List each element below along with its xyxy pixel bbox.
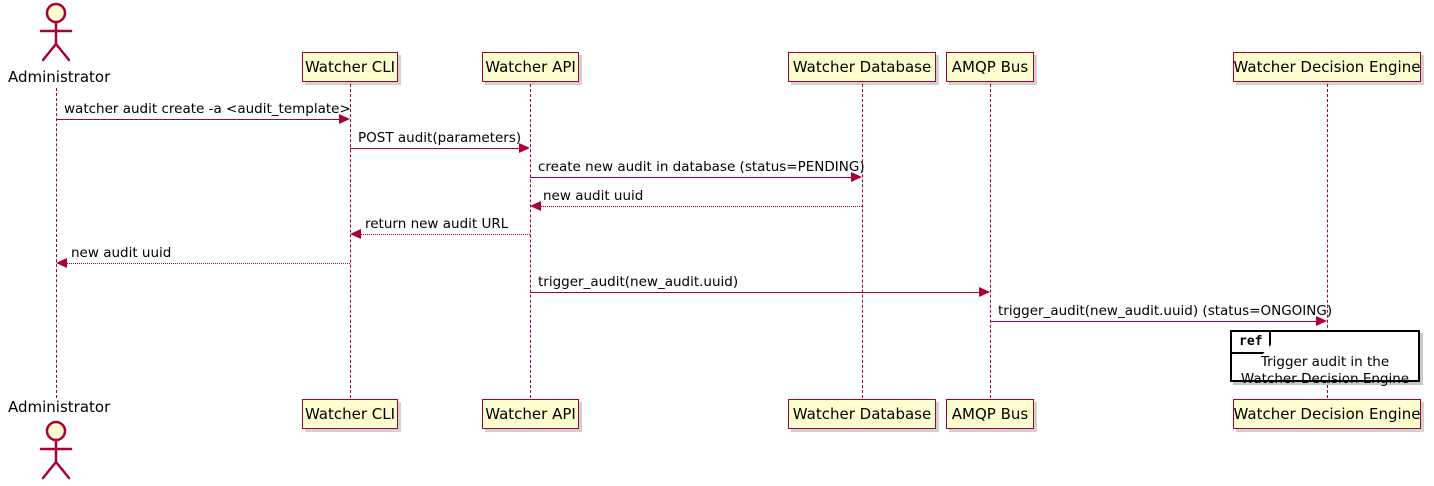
participant-watcher-api-bottom[interactable]: Watcher API	[482, 399, 579, 429]
participant-watcher-decision-engine-bottom[interactable]: Watcher Decision Engine	[1233, 399, 1421, 429]
message-8-line	[990, 321, 1320, 322]
participant-watcher-database-top-label: Watcher Database	[792, 58, 932, 76]
lifeline-watcher-api	[530, 84, 531, 398]
participant-watcher-database-top[interactable]: Watcher Database	[788, 52, 936, 82]
message-6-arrowhead	[56, 258, 67, 268]
message-7-label: trigger_audit(new_audit.uuid)	[538, 274, 739, 290]
message-1-label: watcher audit create -a <audit_template>	[64, 101, 351, 117]
message-3-arrowhead	[851, 172, 862, 182]
ref-fragment-tab: ref	[1232, 332, 1272, 354]
actor-administrator-top-icon	[39, 2, 73, 62]
actor-administrator-bottom-label: Administrator	[8, 398, 111, 416]
participant-watcher-api-bottom-label: Watcher API	[485, 405, 576, 423]
message-4-arrowhead	[530, 201, 541, 211]
lifeline-administrator	[56, 88, 57, 398]
message-6-line	[63, 263, 350, 264]
message-1-line	[56, 119, 343, 120]
ref-fragment-line-2: Watcher Decision Engine	[1240, 371, 1410, 387]
message-1-arrowhead	[339, 114, 350, 124]
message-3-line	[530, 177, 855, 178]
participant-watcher-cli-bottom[interactable]: Watcher CLI	[302, 399, 398, 429]
message-4-line	[537, 206, 862, 207]
participant-amqp-bus-bottom[interactable]: AMQP Bus	[946, 399, 1034, 429]
message-5-line	[357, 234, 530, 235]
message-8-arrowhead	[1316, 316, 1327, 326]
participant-watcher-cli-top[interactable]: Watcher CLI	[302, 52, 398, 82]
message-3-label: create new audit in database (status=PEN…	[538, 159, 865, 175]
participant-watcher-decision-engine-top[interactable]: Watcher Decision Engine	[1233, 52, 1421, 82]
participant-amqp-bus-top-label: AMQP Bus	[951, 58, 1029, 76]
ref-fragment: ref Trigger audit in the Watcher Decisio…	[1230, 330, 1420, 387]
ref-fragment-body: Trigger audit in the Watcher Decision En…	[1232, 354, 1418, 388]
participant-watcher-database-bottom[interactable]: Watcher Database	[788, 399, 936, 429]
message-2-arrowhead	[519, 143, 530, 153]
message-4-label: new audit uuid	[543, 188, 644, 204]
lifeline-watcher-cli	[350, 84, 351, 398]
lifeline-watcher-database	[862, 84, 863, 398]
lifeline-amqp-bus	[990, 84, 991, 398]
participant-watcher-decision-engine-top-label: Watcher Decision Engine	[1233, 58, 1421, 76]
actor-administrator-bottom-icon	[39, 420, 73, 480]
message-5-arrowhead	[350, 229, 361, 239]
ref-fragment-line-1: Trigger audit in the	[1260, 354, 1390, 370]
message-8-label: trigger_audit(new_audit.uuid) (status=ON…	[998, 303, 1333, 319]
participant-watcher-database-bottom-label: Watcher Database	[792, 405, 932, 423]
participant-watcher-api-top-label: Watcher API	[485, 58, 576, 76]
participant-watcher-decision-engine-bottom-label: Watcher Decision Engine	[1233, 405, 1421, 423]
participant-amqp-bus-bottom-label: AMQP Bus	[951, 405, 1029, 423]
message-7-line	[530, 292, 983, 293]
message-5-label: return new audit URL	[365, 216, 509, 232]
message-2-label: POST audit(parameters)	[358, 130, 522, 146]
actor-administrator-top-label: Administrator	[8, 68, 111, 86]
participant-amqp-bus-top[interactable]: AMQP Bus	[946, 52, 1034, 82]
participant-watcher-cli-top-label: Watcher CLI	[304, 58, 396, 76]
message-6-label: new audit uuid	[71, 245, 172, 261]
participant-watcher-cli-bottom-label: Watcher CLI	[304, 405, 396, 423]
message-2-line	[350, 148, 523, 149]
message-7-arrowhead	[979, 287, 990, 297]
lifeline-watcher-decision-engine	[1327, 84, 1328, 398]
participant-watcher-api-top[interactable]: Watcher API	[482, 52, 579, 82]
